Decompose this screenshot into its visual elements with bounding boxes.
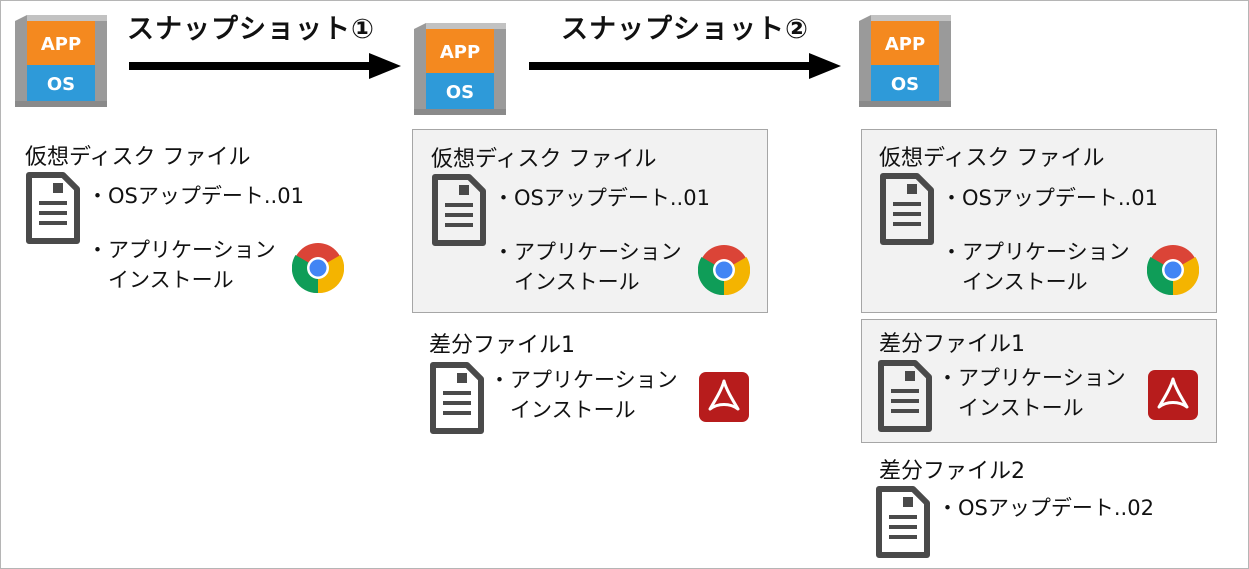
list-item: インストール — [941, 270, 1088, 294]
list-item: ・アプリケーション — [489, 368, 678, 392]
document-icon — [877, 172, 935, 246]
vm-app-label: APP — [440, 42, 480, 63]
document-icon — [23, 171, 81, 245]
arrow-right-icon — [529, 53, 841, 79]
vm-icon-3: APP OS — [859, 15, 951, 107]
vm-app-label: APP — [885, 34, 925, 55]
vm-os-label: OS — [446, 82, 474, 103]
document-icon — [875, 359, 933, 433]
list-item: インストール — [937, 396, 1084, 420]
vm-os-label: OS — [47, 74, 75, 95]
chrome-icon — [698, 244, 750, 296]
document-icon — [427, 361, 485, 435]
list-item: ・OSアップデート..02 — [937, 496, 1154, 520]
list-item: インストール — [489, 398, 636, 422]
acrobat-icon — [1147, 369, 1199, 421]
group-title: 差分ファイル1 — [879, 332, 1025, 357]
group-title: 仮想ディスク ファイル — [879, 146, 1105, 171]
vm-os-label: OS — [891, 74, 919, 95]
list-item: インストール — [493, 270, 640, 294]
vm-icon-2: APP OS — [414, 23, 506, 115]
group-title: 仮想ディスク ファイル — [25, 145, 251, 170]
arrow-label-snapshot-1: スナップショット① — [127, 14, 375, 45]
vm-app-label: APP — [41, 34, 81, 55]
list-item: ・アプリケーション — [493, 240, 682, 264]
list-item: ・OSアップデート..01 — [493, 186, 710, 210]
chrome-icon — [1147, 244, 1199, 296]
list-item: ・アプリケーション — [87, 238, 276, 262]
document-icon — [873, 485, 931, 559]
group-title: 差分ファイル1 — [429, 333, 575, 358]
list-item: インストール — [87, 268, 234, 292]
chrome-icon — [292, 242, 344, 294]
document-icon — [429, 173, 487, 247]
list-item: ・アプリケーション — [937, 366, 1126, 390]
acrobat-icon — [698, 371, 750, 423]
vm-icon-1: APP OS — [15, 15, 107, 107]
group-title: 仮想ディスク ファイル — [431, 147, 657, 172]
group-title: 差分ファイル2 — [879, 459, 1025, 484]
list-item: ・OSアップデート..01 — [87, 184, 304, 208]
arrow-right-icon — [129, 53, 401, 79]
list-item: ・アプリケーション — [941, 240, 1130, 264]
arrow-label-snapshot-2: スナップショット② — [561, 14, 809, 45]
list-item: ・OSアップデート..01 — [941, 186, 1158, 210]
